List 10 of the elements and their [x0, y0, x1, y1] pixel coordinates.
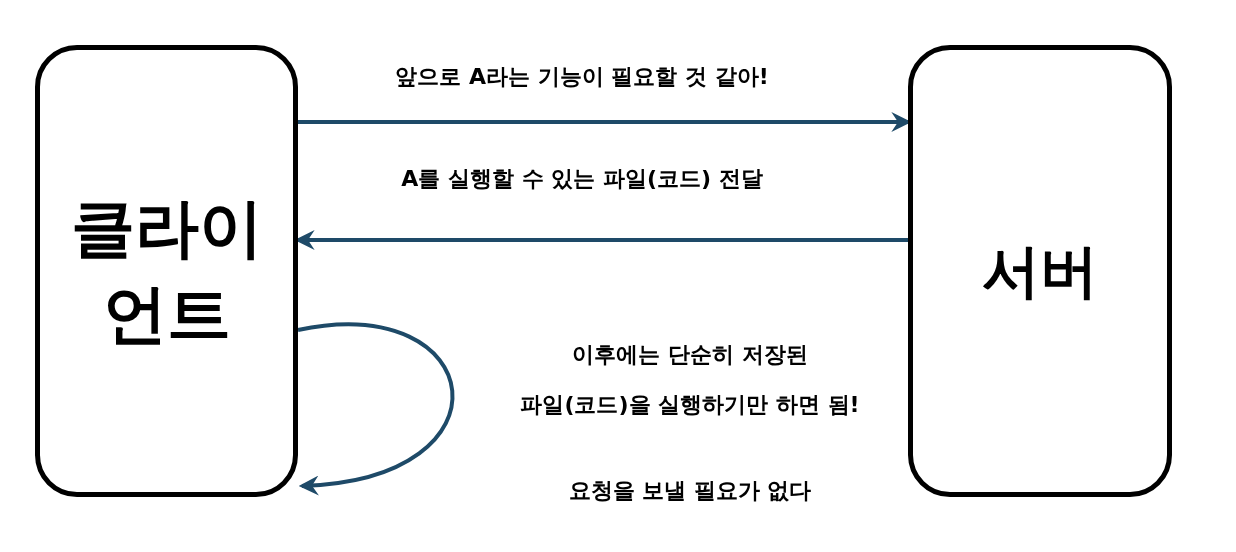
- node-label: 서버: [981, 235, 1099, 307]
- rounded-box: [908, 45, 1172, 497]
- arrow: [297, 322, 455, 495]
- note-text: 요청을 보낼 필요가 없다: [568, 477, 812, 505]
- note-text: 이후에는 단순히 저장된: [572, 341, 808, 369]
- rounded-box: [35, 45, 298, 497]
- edge-label: 앞으로 A라는 기능이 필요할 것 같아!: [395, 63, 769, 91]
- note-text: 파일(코드)을 실행하기만 하면 됨!: [520, 391, 860, 419]
- edge-label: A를 실행할 수 있는 파일(코드) 전달: [401, 165, 763, 193]
- node-label: 클라이언트: [69, 189, 264, 353]
